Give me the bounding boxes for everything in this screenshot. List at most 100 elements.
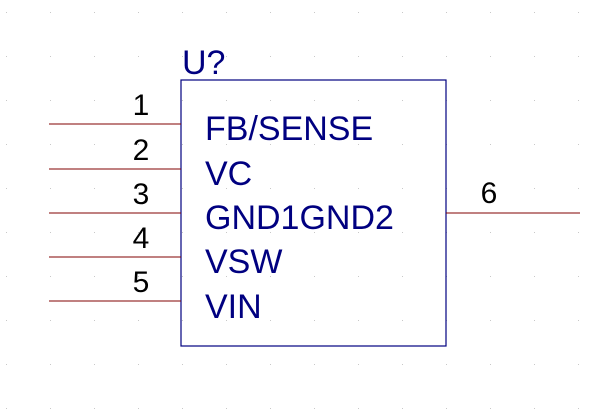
grid-dot [490,100,491,101]
grid-dot [94,408,95,409]
grid-dot [50,100,51,101]
grid-dot [490,364,491,365]
grid-dot [6,100,7,101]
grid-dot [314,100,315,101]
grid-dot [138,276,139,277]
grid-dot [50,12,51,13]
grid-dot [182,320,183,321]
grid-dot [6,144,7,145]
grid-dot [50,320,51,321]
grid-dot [358,100,359,101]
grid-dot [402,232,403,233]
grid-dot [270,56,271,57]
pin-1-number: 1 [133,89,150,122]
pin-1[interactable]: 1 FB/SENSE [49,89,373,148]
grid-dot [270,408,271,409]
grid-dot [534,364,535,365]
grid-dot [534,144,535,145]
pin-2[interactable]: 2 VC [49,134,252,193]
grid-dot [402,144,403,145]
grid-dot [578,320,579,321]
grid-dot [182,188,183,189]
grid-dot [182,276,183,277]
grid-dot [578,12,579,13]
grid-dot [226,12,227,13]
grid-dot [314,56,315,57]
grid-dot [358,12,359,13]
pin-3[interactable]: 3 GND1GND2 [49,178,394,237]
grid-dot [402,408,403,409]
grid-dot [6,56,7,57]
grid-dot [314,320,315,321]
component-designator[interactable]: U? [182,44,225,82]
grid-dot [314,144,315,145]
pin-6[interactable]: 6 [446,177,580,214]
grid-dot [94,276,95,277]
grid-dot [314,408,315,409]
pin-4-name: VSW [205,243,282,281]
grid-dot [270,320,271,321]
grid-dot [6,320,7,321]
grid-dot [490,232,491,233]
grid-dot [182,12,183,13]
grid-dot [6,232,7,233]
grid-dot [534,320,535,321]
grid-dot [226,276,227,277]
grid-dot [578,276,579,277]
grid-dot [358,56,359,57]
grid-dot [534,12,535,13]
grid-dot [578,100,579,101]
grid-dot [138,100,139,101]
grid-dot [6,364,7,365]
grid-dot [226,188,227,189]
grid-dot [578,408,579,409]
grid-dot [446,408,447,409]
grid-dot [578,364,579,365]
pin-2-name: VC [205,155,252,193]
grid-dot [578,56,579,57]
grid-dot [270,188,271,189]
pin-5[interactable]: 5 VIN [49,266,262,326]
grid-dot [578,232,579,233]
grid-dot [226,232,227,233]
grid-dot [534,100,535,101]
grid-dot [138,364,139,365]
grid-dot [270,100,271,101]
grid-dot [50,188,51,189]
grid-dots [6,12,579,409]
grid-dot [358,276,359,277]
grid-dot [402,56,403,57]
grid-dot [534,56,535,57]
grid-dot [270,364,271,365]
grid-dot [94,56,95,57]
grid-dot [182,144,183,145]
grid-dot [226,56,227,57]
grid-dot [182,364,183,365]
grid-dot [402,320,403,321]
grid-dot [6,188,7,189]
grid-dot [182,232,183,233]
grid-dot [490,408,491,409]
grid-dot [358,144,359,145]
pin-3-name: GND1GND2 [205,199,394,237]
grid-dot [314,276,315,277]
grid-dot [226,320,227,321]
pin-3-number: 3 [133,178,150,211]
pin-6-number: 6 [481,177,498,210]
grid-dot [358,364,359,365]
grid-dot [534,188,535,189]
grid-dot [490,188,491,189]
grid-dot [578,144,579,145]
grid-dot [446,56,447,57]
grid-dot [270,232,271,233]
pin-4[interactable]: 4 VSW [49,222,282,281]
grid-dot [94,364,95,365]
grid-dot [138,144,139,145]
grid-dot [402,100,403,101]
grid-dot [94,188,95,189]
grid-dot [6,408,7,409]
grid-dot [50,276,51,277]
grid-dot [402,276,403,277]
grid-dot [94,100,95,101]
